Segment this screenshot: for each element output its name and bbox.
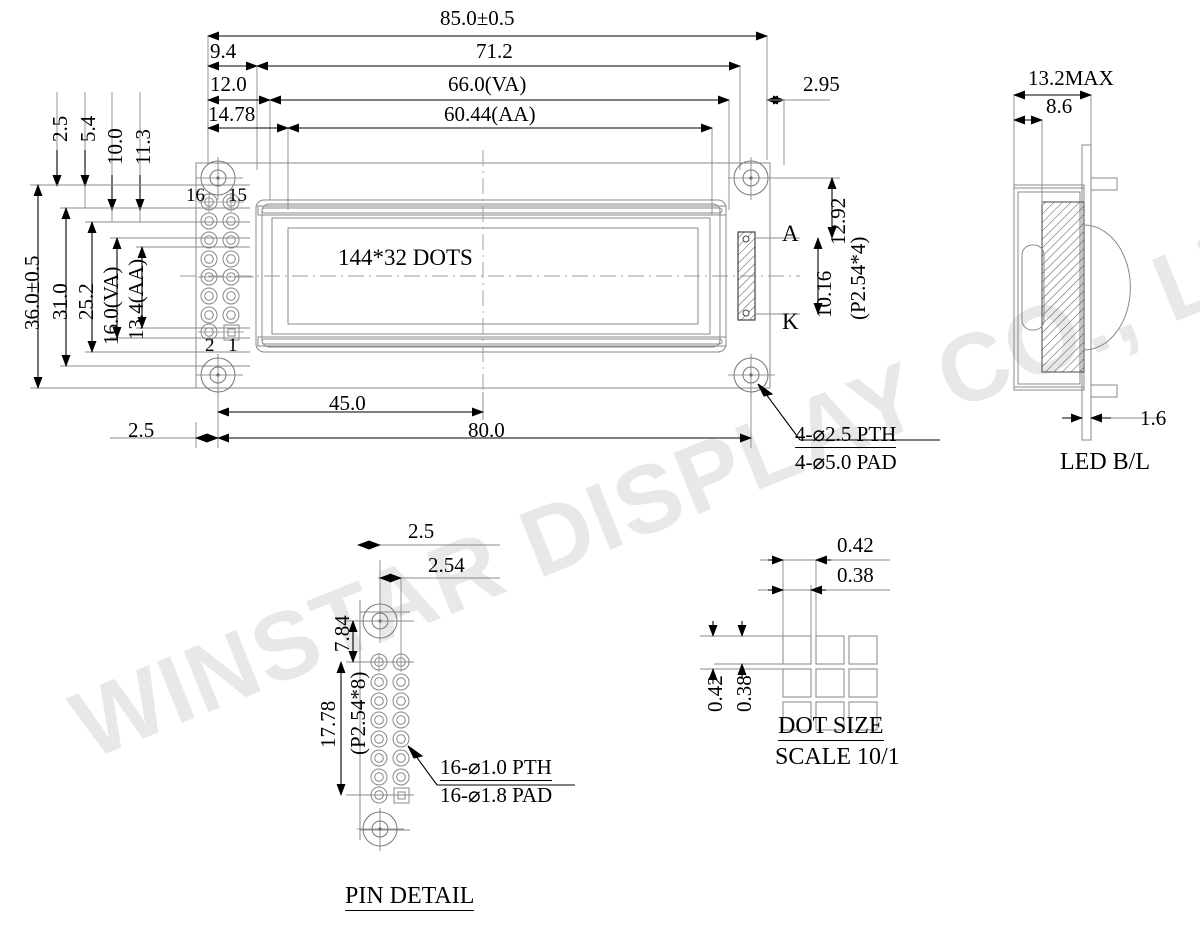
dim-dot-size-y: 0.38 (732, 675, 756, 712)
pin-label-15: 15 (228, 185, 247, 206)
dim-hole-to-pin-784: 7.84 (330, 615, 354, 652)
pin-label-1: 1 (228, 335, 238, 356)
dim-center-45: 45.0 (329, 391, 366, 415)
dim-edge-54: 5.4 (76, 115, 100, 142)
pin-detail-hole-array (370, 653, 410, 804)
dim-overall-height: 36.0±0.5 (20, 255, 44, 330)
dot-detail-caption-2: SCALE 10/1 (775, 744, 900, 770)
side-view-caption: LED B/L (1060, 449, 1150, 475)
dim-pin-pitch: 2.54 (428, 553, 465, 577)
dim-board-width-71: 71.2 (476, 39, 513, 63)
dim-pad-offset-25: 2.5 (408, 519, 435, 543)
dim-edge-100: 10.0 (103, 128, 127, 165)
pin-label-16: 16 (186, 185, 205, 206)
dim-edge-25: 2.5 (48, 115, 72, 142)
dim-pin-pitch-note: (P2.54*8) (346, 671, 370, 755)
led-cathode-label: K (782, 309, 799, 334)
mounting-note-pth: 4-⌀2.5 PTH (795, 422, 897, 448)
dim-module-thickness: 8.6 (1046, 94, 1073, 118)
dim-offset-12: 12.0 (210, 72, 247, 96)
led-terminal-block (737, 231, 756, 321)
dim-mount-span-80: 80.0 (468, 418, 505, 442)
display-dots-label: 144*32 DOTS (338, 245, 473, 270)
dim-pin-row-length: 17.78 (316, 700, 340, 748)
dot-detail-caption-1: DOT SIZE (778, 713, 884, 741)
led-anode-label: A (782, 221, 799, 246)
mounting-holes (200, 160, 769, 393)
dim-height-31: 31.0 (48, 283, 72, 320)
pin-note-pad: 16-⌀1.8 PAD (440, 783, 553, 807)
dim-corner-offset-25: 2.5 (128, 418, 155, 442)
dim-active-area-width: 60.44(AA) (444, 102, 536, 126)
dim-dot-pitch-x: 0.42 (837, 533, 874, 557)
mounting-note-pad: 4-⌀5.0 PAD (795, 450, 897, 474)
pin-hole-array (200, 193, 240, 341)
dim-overall-width: 85.0±0.5 (440, 6, 515, 30)
dim-right-edge-offset: 2.95 (803, 72, 840, 96)
dim-viewing-area-width: 66.0(VA) (448, 72, 527, 96)
dim-dot-size-x: 0.38 (837, 563, 874, 587)
dim-led-pitch: 10.16 (812, 270, 836, 318)
dim-total-thickness: 13.2MAX (1028, 66, 1114, 90)
dim-led-pitch-note: (P2.54*4) (846, 236, 870, 320)
dim-active-area-height: 13.4(AA) (124, 258, 148, 340)
dim-pcb-thickness: 1.6 (1140, 406, 1167, 430)
dim-viewing-area-height: 16.0(VA) (99, 266, 123, 345)
dot-grid (782, 635, 878, 731)
pin-detail-caption: PIN DETAIL (345, 883, 475, 911)
dim-offset-1478: 14.78 (208, 102, 256, 126)
dim-pcb-to-va: 9.4 (210, 39, 237, 63)
pin-label-2: 2 (205, 335, 215, 356)
pin-note-pth: 16-⌀1.0 PTH (440, 755, 552, 781)
dim-edge-113: 11.3 (131, 129, 155, 165)
dim-height-252: 25.2 (74, 283, 98, 320)
dim-dot-pitch-y: 0.42 (703, 675, 727, 712)
